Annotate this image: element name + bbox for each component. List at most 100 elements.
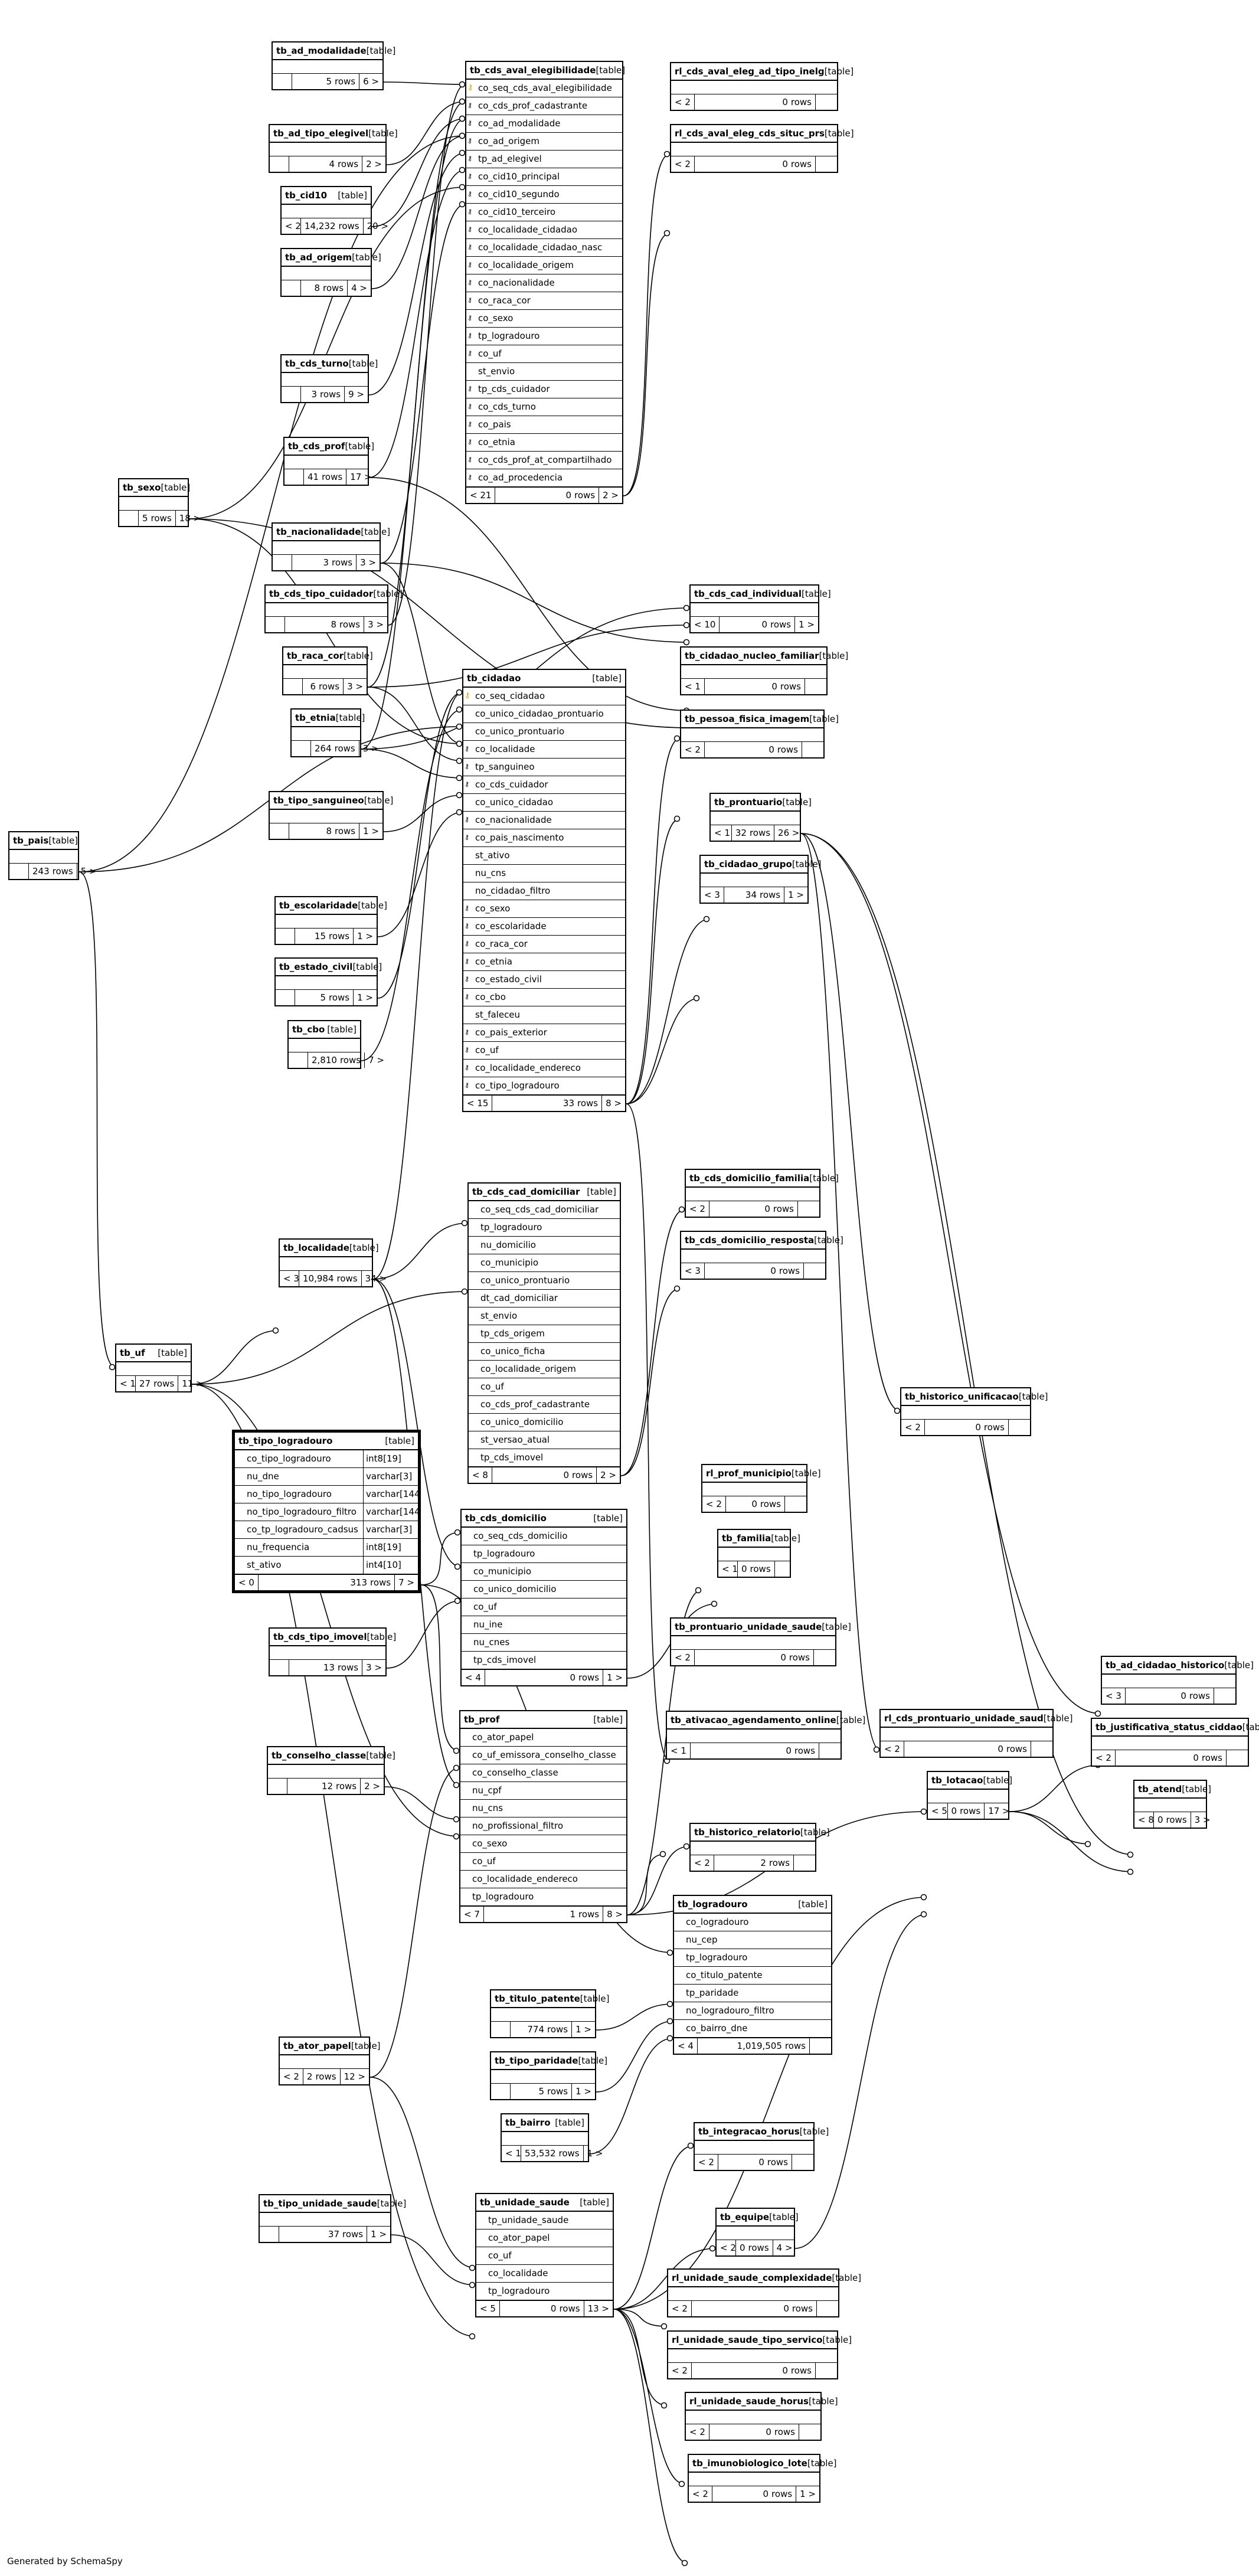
table-name[interactable]: rl_prof_municipio <box>706 1468 792 1479</box>
table-name[interactable]: tb_prontuario_unidade_saude <box>675 1622 822 1632</box>
table-name[interactable]: tb_lotacao <box>931 1775 983 1786</box>
table-header[interactable]: tb_cds_cad_individual[table] <box>691 586 831 603</box>
column-row[interactable]: nu_cns <box>463 865 625 882</box>
parent-count[interactable] <box>260 2227 279 2242</box>
table-name[interactable]: tb_cds_tipo_imovel <box>273 1632 367 1642</box>
foreign-key-column[interactable]: co_pais_exterior <box>463 1024 625 1042</box>
table-name[interactable]: tb_historico_unificacao <box>905 1391 1019 1402</box>
table-header[interactable]: tb_cds_prof[table] <box>284 438 374 456</box>
table-tb-justificativa-status-cidda[interactable]: tb_justificativa_status_ciddao[table]< 2… <box>1091 1718 1259 1767</box>
table-header[interactable]: tb_ad_tipo_elegivel[table] <box>270 125 398 143</box>
table-name[interactable]: tb_sexo <box>123 482 161 493</box>
column-row[interactable]: co_cds_prof_cadastrante <box>469 1396 620 1414</box>
foreign-key-column[interactable]: co_cid10_terceiro <box>466 204 622 221</box>
child-count[interactable]: 8 > <box>606 1098 622 1109</box>
child-count[interactable] <box>817 2301 838 2316</box>
table-header[interactable]: tb_escolaridade[table] <box>276 897 387 915</box>
child-count[interactable]: 1 > <box>799 619 815 630</box>
table-tb-cds-domicilio[interactable]: tb_cds_domicilio[table]co_seq_cds_domici… <box>460 1509 627 1686</box>
column-row[interactable]: tp_cds_imovel <box>462 1652 626 1669</box>
column-row[interactable]: co_ator_papel <box>476 2230 613 2247</box>
column-row[interactable]: no_logradouro_filtro <box>674 2002 831 2020</box>
column-row[interactable]: co_uf <box>460 1853 626 1871</box>
table-name[interactable]: rl_cds_aval_eleg_ad_tipo_inelg <box>675 66 825 77</box>
table-name[interactable]: rl_cds_aval_eleg_cds_situc_prs <box>675 128 825 139</box>
parent-count[interactable] <box>284 469 304 485</box>
column-row[interactable]: tp_logradouro <box>469 1219 620 1237</box>
table-name[interactable]: tb_estado_civil <box>279 962 353 972</box>
table-header[interactable]: tb_ad_cidadao_historico[table] <box>1102 1657 1254 1675</box>
table-name[interactable]: tb_cds_cad_domiciliar <box>472 1186 580 1197</box>
table-header[interactable]: tb_etnia[table] <box>292 710 365 727</box>
table-name[interactable]: tb_cidadao <box>467 673 521 684</box>
parent-count[interactable]: < 7 <box>460 1907 484 1922</box>
parent-count[interactable]: < 5 <box>476 2301 500 2316</box>
child-count[interactable]: 7 > <box>398 1577 414 1588</box>
table-name[interactable]: tb_uf <box>120 1348 145 1358</box>
parent-count[interactable]: < 3 <box>1102 1688 1126 1704</box>
child-count[interactable]: 17 > <box>350 472 372 482</box>
child-count[interactable]: 3 > <box>362 743 379 754</box>
column-row[interactable]: nu_ine <box>462 1616 626 1634</box>
table-header[interactable]: tb_ativacao_agendamento_online[table] <box>667 1712 865 1730</box>
child-count[interactable] <box>794 1855 815 1871</box>
column-row[interactable]: tp_paridade <box>674 1985 831 2002</box>
table-name[interactable]: tb_logradouro <box>678 1899 748 1910</box>
column-row[interactable]: co_municipio <box>462 1563 626 1581</box>
table-name[interactable]: tb_tipo_sanguineo <box>273 795 364 806</box>
child-count[interactable]: 1 > <box>587 2148 603 2159</box>
table-name[interactable]: tb_ad_origem <box>285 252 352 263</box>
child-count[interactable]: 34 > <box>365 1273 387 1284</box>
foreign-key-column[interactable]: co_ad_origem <box>466 133 622 151</box>
parent-count[interactable]: < 2 <box>671 94 695 110</box>
table-name[interactable]: tb_raca_cor <box>287 650 344 661</box>
column-row[interactable]: co_logradouro <box>674 1914 831 1931</box>
child-count[interactable] <box>1031 1741 1052 1757</box>
table-name[interactable]: tb_bairro <box>505 2117 551 2128</box>
column-row[interactable]: co_uf_emissora_conselho_classe <box>460 1747 626 1764</box>
column-row[interactable]: co_localidade_origem <box>469 1361 620 1378</box>
parent-count[interactable]: < 2 <box>717 2240 736 2255</box>
table-name[interactable]: tb_titulo_patente <box>495 1993 580 2004</box>
child-count[interactable]: 2 > <box>366 159 382 169</box>
table-name[interactable]: tb_cidadao_nucleo_familiar <box>685 650 819 661</box>
table-header[interactable]: tb_cds_tipo_cuidador[table] <box>266 586 403 603</box>
foreign-key-column[interactable]: co_cds_prof_cadastrante <box>466 97 622 115</box>
parent-count[interactable] <box>270 1660 289 1675</box>
table-rl-cds-prontuario-unidade-saud[interactable]: rl_cds_prontuario_unidade_saud[table]< 2… <box>879 1709 1072 1758</box>
child-count[interactable] <box>816 2363 837 2378</box>
column-row[interactable]: co_ator_papel <box>460 1729 626 1747</box>
parent-count[interactable]: < 2 <box>881 1741 904 1757</box>
foreign-key-column[interactable]: co_localidade_cidadao_nasc <box>466 239 622 257</box>
table-name[interactable]: tb_atend <box>1138 1784 1182 1794</box>
table-name[interactable]: tb_cds_aval_elegibilidade <box>470 65 596 76</box>
table-header[interactable]: tb_integracao_horus[table] <box>695 2123 829 2141</box>
table-name[interactable]: tb_unidade_saude <box>480 2197 570 2208</box>
child-count[interactable] <box>785 1496 806 1512</box>
parent-count[interactable] <box>9 864 29 879</box>
parent-count[interactable] <box>276 929 295 944</box>
parent-count[interactable]: < 2 <box>686 2424 709 2440</box>
table-tb-cds-aval-elegibilidade[interactable]: tb_cds_aval_elegibilidade[table]co_seq_c… <box>465 61 625 504</box>
table-name[interactable]: tb_cds_tipo_cuidador <box>269 589 374 599</box>
table-name[interactable]: tb_tipo_logradouro <box>238 1436 333 1446</box>
table-rl-cds-aval-eleg-cds-situc-prs[interactable]: rl_cds_aval_eleg_cds_situc_prs[table]< 2… <box>670 124 854 173</box>
child-count[interactable]: 18 > <box>179 513 201 524</box>
